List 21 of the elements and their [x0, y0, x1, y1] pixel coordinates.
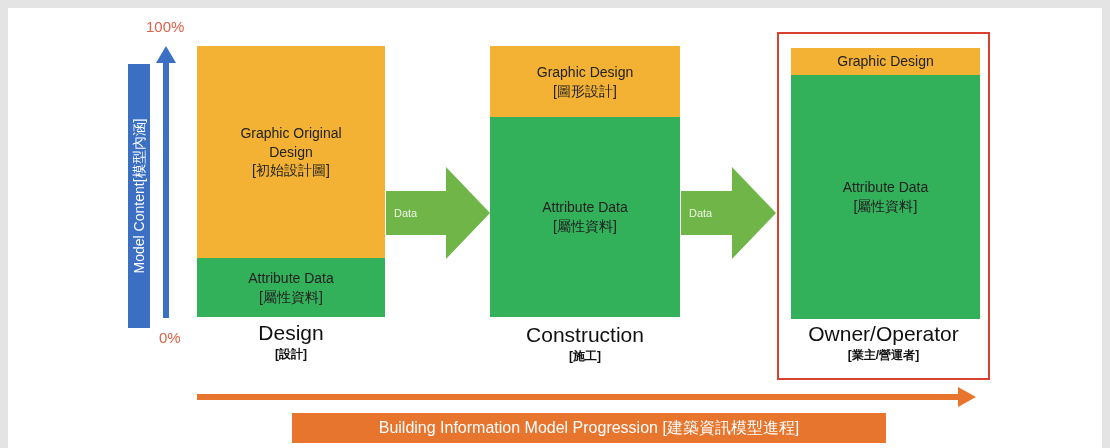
attribute-data-segment: Attribute Data [屬性資料]: [791, 75, 980, 319]
attribute-data-segment: Attribute Data [屬性資料]: [197, 258, 385, 317]
edge-label: Data: [394, 206, 418, 221]
graphic-data-segment: Graphic Design [圖形設計]: [490, 46, 680, 117]
block-arrow: [681, 167, 776, 259]
axis-label: 0%: [159, 329, 181, 346]
axis-title: Model Content[模型內涵]: [128, 64, 150, 328]
graphic-data-segment: Graphic Design: [791, 48, 980, 75]
stage-title: Construction: [525, 323, 645, 347]
axis-label: 100%: [146, 18, 185, 35]
stage-title: Design: [257, 321, 325, 345]
edge-label: Data: [689, 206, 713, 221]
attribute-data-segment: Attribute Data [屬性資料]: [490, 117, 680, 317]
axis-title: Building Information Model Progression [建築資訊模型進程]: [292, 413, 886, 443]
highlight-frame: [777, 32, 990, 380]
graphic-data-segment: Graphic Original Design [初始設計圖]: [197, 46, 385, 258]
stage-subtitle: [設計]: [274, 346, 308, 363]
block-arrow: [386, 167, 490, 259]
stage-subtitle: [施工]: [568, 348, 602, 365]
stage-subtitle: [業主/營運者]: [846, 347, 921, 364]
stage-title: Owner/Operator: [807, 322, 960, 346]
